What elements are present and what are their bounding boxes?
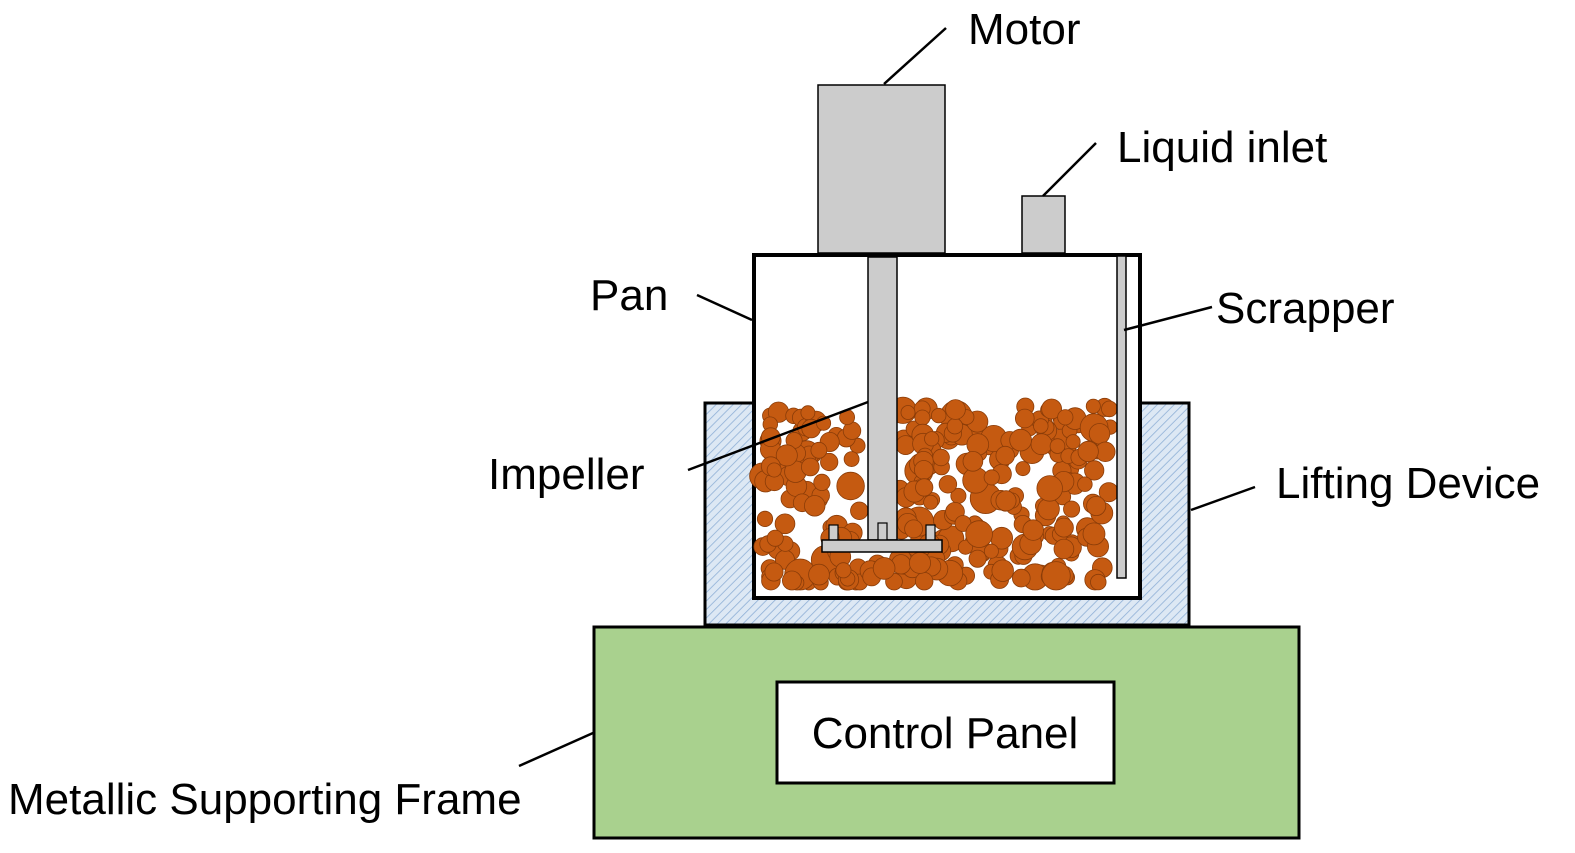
granule: [1053, 538, 1075, 560]
granule: [1041, 561, 1071, 591]
granule: [1077, 440, 1099, 463]
granule: [782, 570, 802, 591]
granule: [1033, 418, 1049, 434]
granule: [909, 551, 932, 574]
granule: [774, 513, 796, 535]
impeller-hub-right: [925, 524, 936, 542]
granule: [835, 562, 852, 579]
granule: [931, 407, 947, 424]
granule: [991, 559, 1014, 582]
granule: [1065, 434, 1081, 450]
granule: [1022, 519, 1044, 541]
motor-leader: [883, 27, 947, 85]
granule: [1090, 573, 1107, 591]
impeller-hub-left: [828, 524, 839, 542]
granule: [1049, 438, 1066, 454]
impeller: [821, 256, 943, 553]
lifting-device-leader: [1190, 485, 1256, 512]
granule: [1082, 522, 1106, 546]
granule: [756, 510, 774, 528]
granule: [958, 539, 974, 555]
granule: [1077, 476, 1093, 492]
pan-label: Pan: [590, 271, 668, 320]
granule: [914, 409, 931, 426]
granule: [995, 445, 1015, 466]
liquid-inlet-leader: [1042, 142, 1097, 197]
granule: [1011, 568, 1031, 588]
granule: [924, 431, 940, 447]
scrapper: [1116, 255, 1127, 579]
control-panel: [775, 680, 1116, 785]
granule: [1030, 433, 1053, 456]
granule: [923, 494, 939, 510]
control-panel-label: Control Panel: [812, 709, 1079, 758]
granule: [983, 543, 999, 559]
scrapper-label: Scrapper: [1216, 284, 1395, 333]
granule: [915, 478, 934, 497]
granule: [836, 471, 865, 501]
granule: [766, 529, 784, 547]
granule: [1041, 398, 1062, 420]
granule: [760, 427, 781, 448]
impeller-blade: [821, 539, 943, 553]
granule: [1085, 398, 1101, 414]
pan-leader: [696, 293, 753, 322]
frame-leader: [518, 731, 594, 768]
granule: [1015, 408, 1035, 429]
granule: [843, 451, 860, 468]
granule: [766, 462, 782, 478]
granule: [800, 405, 816, 421]
granule: [965, 520, 993, 548]
granule: [804, 495, 826, 517]
granule: [983, 469, 1000, 486]
granule: [1101, 400, 1118, 418]
impeller-leader: [687, 400, 869, 472]
granule: [995, 490, 1017, 512]
granule: [764, 562, 784, 582]
granule: [913, 460, 934, 480]
granule: [962, 450, 984, 472]
granule: [1009, 428, 1032, 452]
granule: [1057, 409, 1074, 426]
granule: [1015, 461, 1031, 477]
granule: [813, 473, 831, 491]
granule: [850, 501, 869, 521]
granule: [1063, 500, 1081, 518]
granule: [1054, 517, 1074, 538]
impeller-shaft: [867, 256, 898, 541]
granule: [1084, 460, 1105, 481]
granule: [932, 448, 950, 467]
impeller-label: Impeller: [488, 450, 645, 499]
granule: [946, 418, 964, 435]
scrapper-leader: [1123, 305, 1213, 332]
motor-label: Motor: [968, 5, 1080, 54]
granule: [808, 563, 830, 586]
granule: [820, 452, 839, 472]
granule: [945, 399, 966, 420]
granule: [810, 441, 828, 459]
lifting-device-label: Lifting Device: [1276, 459, 1540, 508]
granule: [938, 475, 958, 494]
granule: [904, 519, 923, 539]
granule: [872, 557, 896, 580]
motor: [817, 84, 946, 254]
frame-label: Metallic Supporting Frame: [8, 775, 522, 824]
granule: [1086, 495, 1107, 516]
granule: [915, 572, 934, 591]
granule: [900, 405, 916, 420]
liquid-inlet-label: Liquid inlet: [1117, 123, 1327, 172]
granule: [800, 457, 820, 477]
liquid-inlet: [1021, 195, 1066, 254]
granule: [775, 444, 798, 467]
impeller-hub-mid: [877, 522, 888, 542]
granule: [1036, 475, 1063, 502]
granule: [968, 549, 987, 568]
